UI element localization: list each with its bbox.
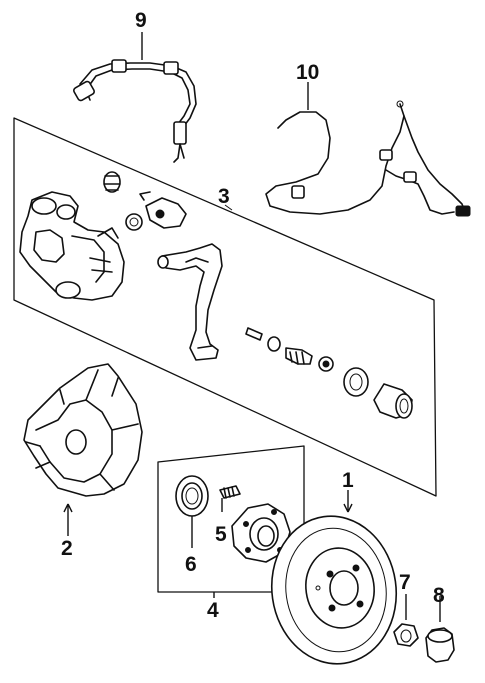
cap-part [425, 627, 455, 663]
callout-9: 9 [135, 9, 147, 32]
leader-lines [63, 32, 441, 622]
caliper-body [19, 191, 125, 301]
nut-part [393, 623, 419, 647]
piston-and-pins [245, 327, 413, 419]
callout-8: 8 [433, 584, 445, 607]
dust-shield-part [23, 363, 143, 497]
caliper-bracket [157, 243, 223, 361]
callout-6: 6 [185, 553, 197, 576]
callout-1: 1 [342, 469, 354, 492]
caliper-kit-panel [13, 117, 437, 497]
caliper-small-parts [103, 171, 187, 231]
rotor-part [270, 515, 398, 665]
callout-7: 7 [399, 571, 411, 594]
hub-bolt-part [219, 485, 241, 499]
callout-3: 3 [218, 185, 230, 208]
hub-part [231, 503, 291, 563]
callout-2: 2 [61, 537, 73, 560]
callout-10: 10 [296, 61, 320, 84]
abs-sensor-part [265, 100, 471, 217]
seal-part [175, 475, 209, 517]
callout-4: 4 [207, 599, 219, 622]
brake-hose-part [73, 59, 197, 163]
callout-5: 5 [215, 523, 227, 546]
